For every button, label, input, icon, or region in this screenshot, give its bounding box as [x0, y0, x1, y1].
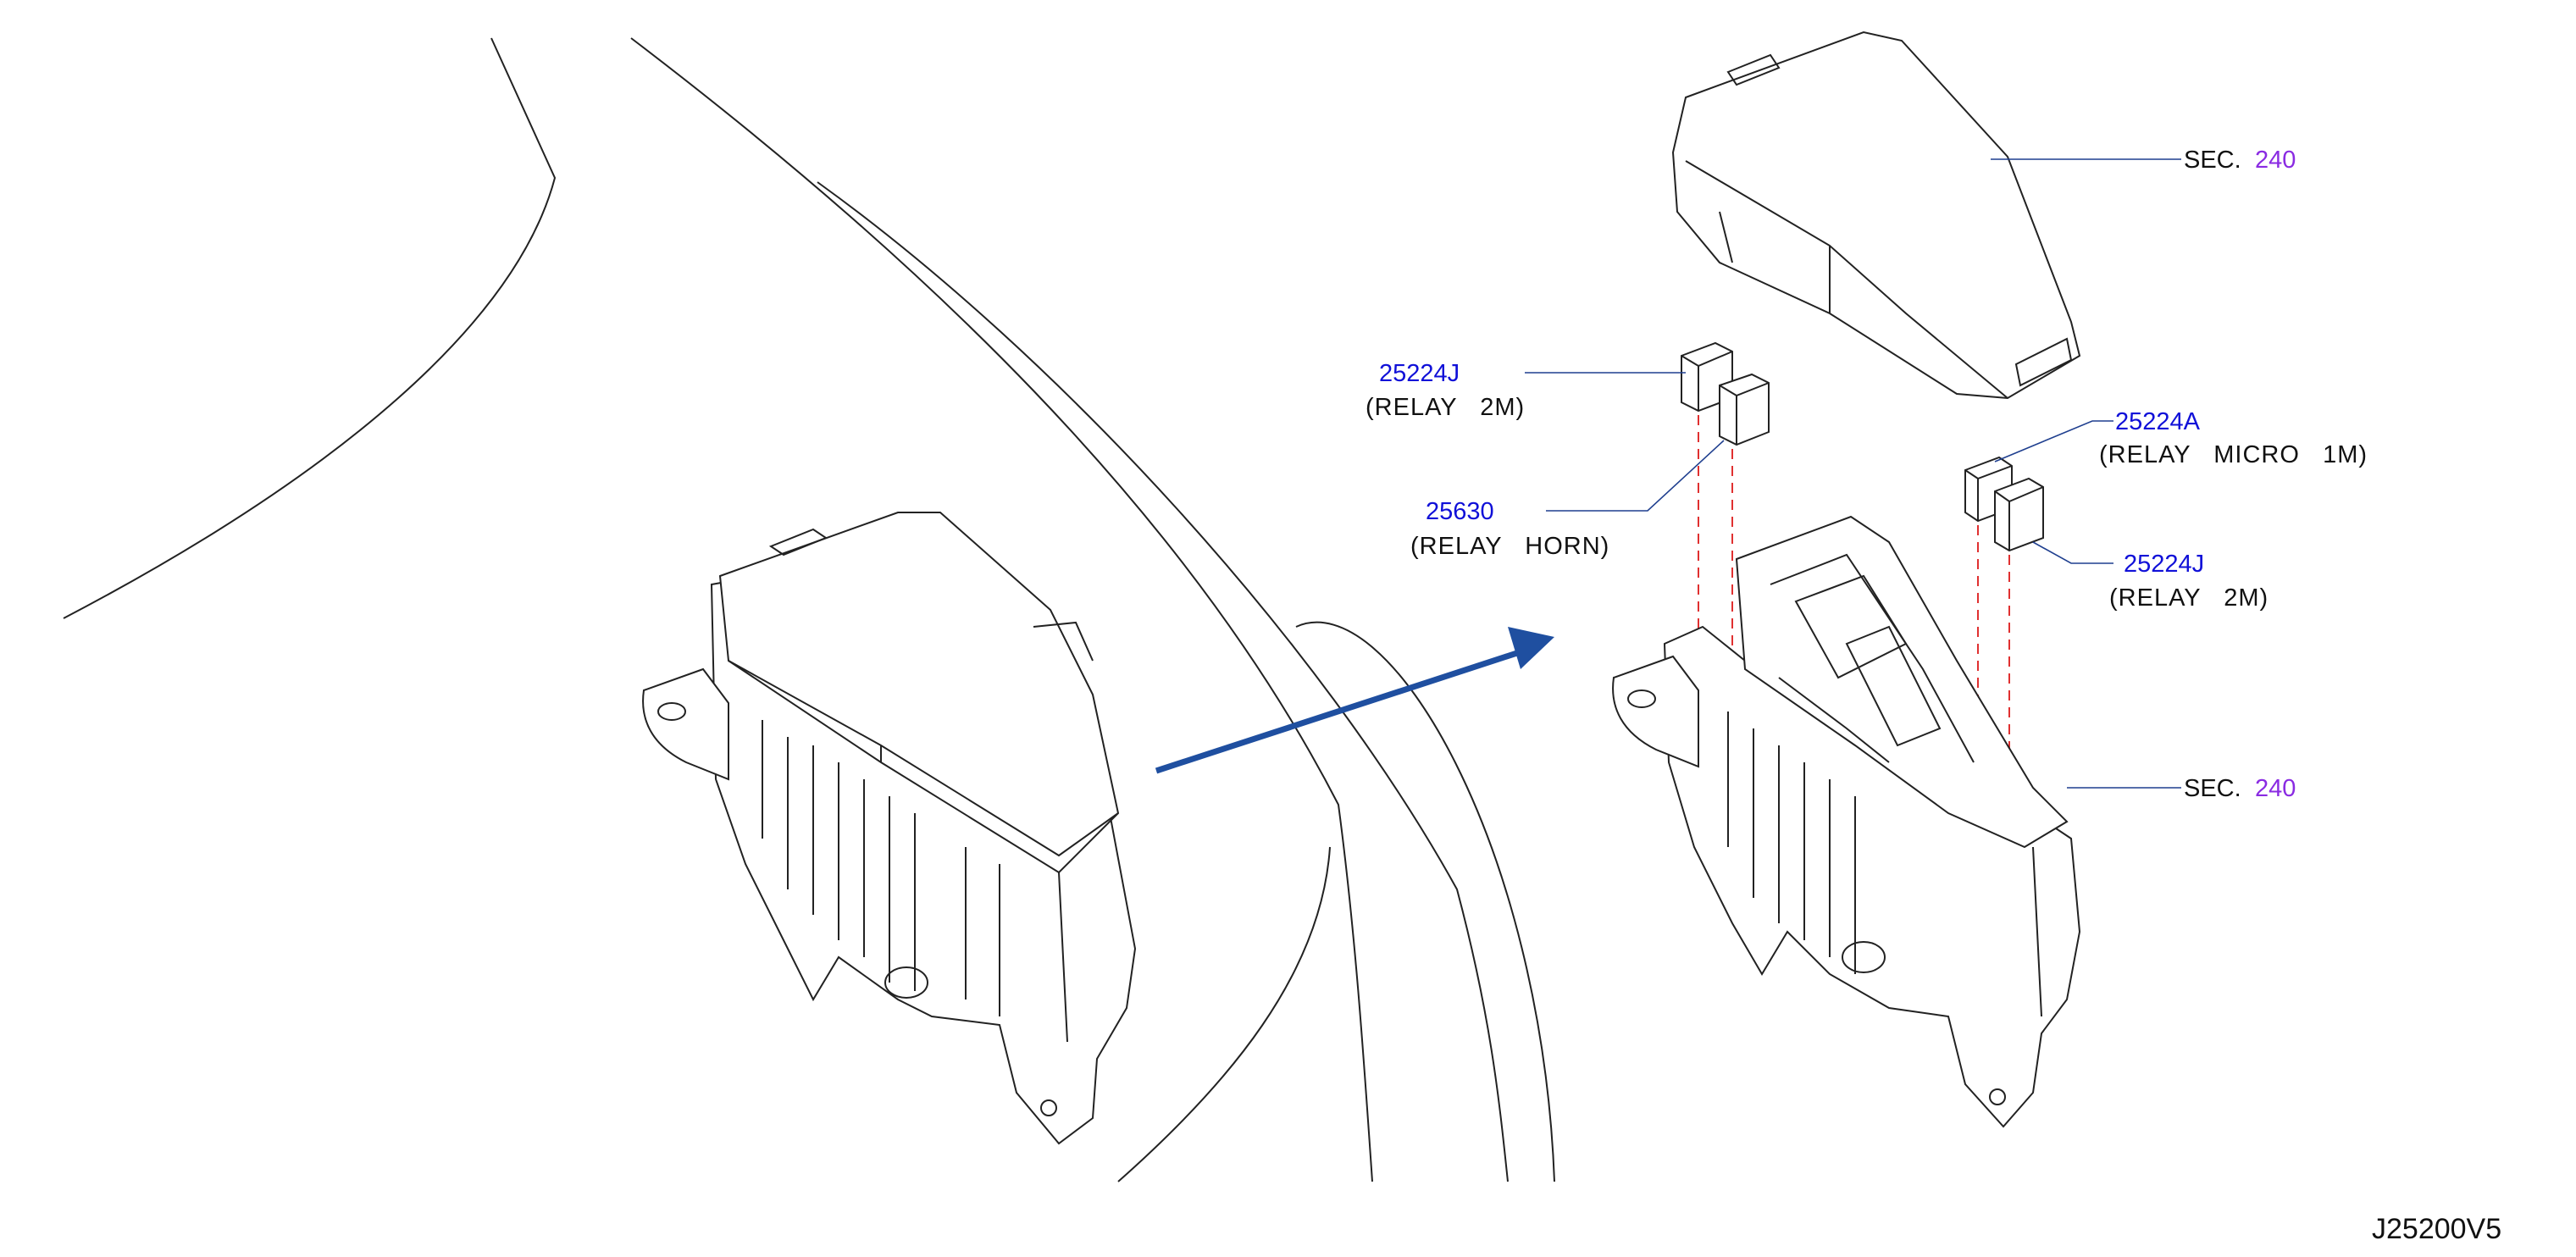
- sec-number-link[interactable]: 240: [2255, 775, 2296, 802]
- callout-leaders: [1525, 158, 2181, 789]
- part-description: (RELAY 2M): [1366, 394, 1525, 421]
- relay-2m-right: [1994, 477, 2044, 552]
- part-number-link[interactable]: 25224J: [1379, 360, 1460, 387]
- part-number-link[interactable]: 25224A: [2115, 408, 2201, 435]
- sec-prefix: SEC.: [2184, 147, 2241, 174]
- part-number-link[interactable]: 25224J: [2124, 551, 2204, 578]
- part-description: (RELAY HORN): [1410, 533, 1609, 560]
- diagram-code: J25200V5: [2372, 1213, 2501, 1245]
- fuse-box-cover: [1671, 30, 2081, 400]
- sec-number-link[interactable]: 240: [2255, 147, 2296, 174]
- relay-horn: [1719, 373, 1770, 446]
- callout-sec-bottom: SEC. 240: [2184, 775, 2296, 802]
- vehicle-body-contour: [63, 37, 1555, 1182]
- part-description: (RELAY MICRO 1M): [2099, 441, 2368, 468]
- callout-relay-2m-right: 25224J (RELAY 2M): [2109, 551, 2269, 612]
- part-number-link[interactable]: 25630: [1426, 498, 1494, 525]
- part-description: (RELAY 2M): [2109, 584, 2269, 612]
- callout-relay-horn: 25630 (RELAY HORN): [1410, 498, 1609, 560]
- fuse-box-assembled: [642, 512, 1137, 1145]
- callout-relay-micro: 25224A (RELAY MICRO 1M): [2099, 408, 2368, 468]
- callout-relay-2m-left: 25224J (RELAY 2M): [1366, 360, 1525, 421]
- sec-prefix: SEC.: [2184, 775, 2241, 802]
- callout-sec-top: SEC. 240: [2184, 147, 2296, 174]
- fuse-box-open: [1612, 515, 2081, 1128]
- direction-arrow: [1155, 627, 1554, 774]
